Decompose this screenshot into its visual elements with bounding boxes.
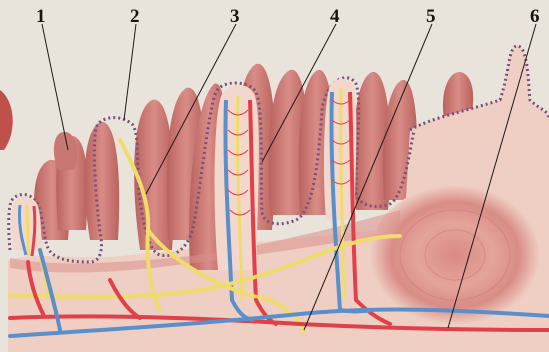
callout-label-3: 3 xyxy=(230,6,240,27)
callout-label-4: 4 xyxy=(330,6,340,27)
callout-label-5: 5 xyxy=(426,6,436,27)
sectioned-villus-center xyxy=(215,85,259,300)
callout-label-1: 1 xyxy=(36,6,46,27)
callout-label-2: 2 xyxy=(130,6,140,27)
callout-label-6: 6 xyxy=(530,6,540,27)
